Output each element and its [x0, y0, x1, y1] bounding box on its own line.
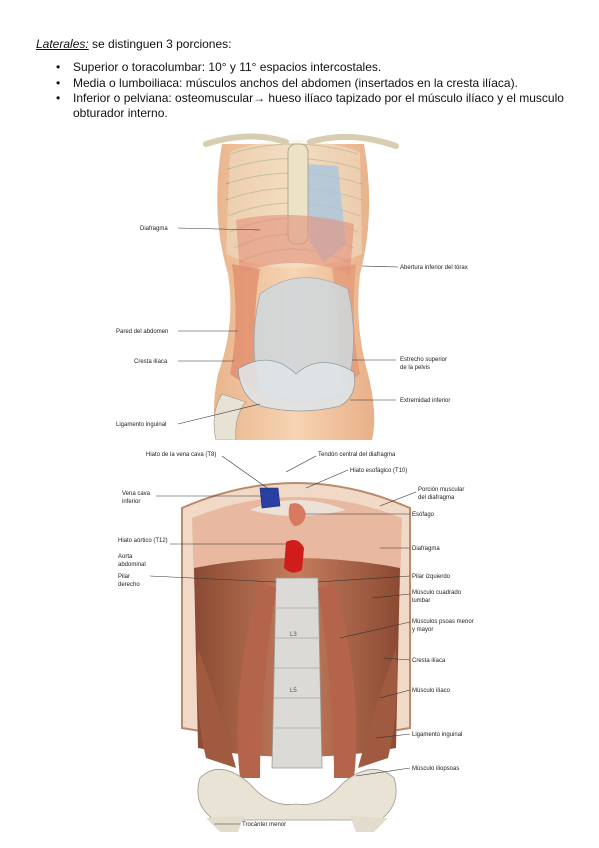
label-iliaco: Músculo ilíaco — [412, 688, 451, 694]
label-psoas-2: y mayor — [412, 627, 433, 633]
iliac-bone — [237, 359, 356, 412]
psoas-right — [318, 583, 357, 778]
pelvis-bones — [197, 769, 397, 821]
label-porcion-2: del diafragma — [418, 495, 455, 501]
bullet-inferior: Inferior o pelviana: osteomuscular→ hues… — [56, 91, 576, 120]
label-cresta: Cresta ilíaca — [134, 359, 168, 365]
label-hiato-aort: Hiato aórtico (T12) — [118, 538, 168, 544]
label-abertura: Abertura inferior del tórax — [400, 265, 468, 271]
bullet-superior: Superior o toracolumbar: 10° y 11° espac… — [56, 60, 576, 75]
iliacus-left — [197, 648, 236, 768]
label-psoas-1: Músculos psoas menor — [412, 619, 474, 625]
iliacus-right — [358, 648, 397, 768]
anatomy-figure-posterior-wall: L3 L5 Hiato de la vena cava (T8) Tendón … — [118, 452, 474, 832]
diaphragm-muscle — [236, 214, 354, 274]
label-hiato-esof: Hiato esofágico (T10) — [350, 468, 407, 474]
aorta — [284, 540, 304, 573]
vena-cava — [259, 487, 281, 509]
label-esofago: Esófago — [412, 512, 435, 518]
label-tendon: Tendón central del diafragma — [318, 452, 396, 458]
label-vena-1: Vena cava — [122, 491, 151, 497]
label-ligamento-2: Ligamento inguinal — [412, 732, 462, 738]
psoas-left — [237, 583, 276, 778]
label-l3: L3 — [290, 632, 297, 638]
label-estrecho-2: de la pelvis — [400, 365, 430, 371]
label-iliopsoas: Músculo iliopsoas — [412, 766, 459, 772]
label-cuadrado-1: Músculo cuadrado — [412, 590, 462, 596]
section-heading: Laterales: se distinguen 3 porciones: — [36, 37, 231, 52]
label-diafragma: Diafragma — [140, 226, 168, 232]
label-cuadrado-2: lumbar — [412, 598, 430, 604]
label-pilar-i: Pilar izquierdo — [412, 574, 451, 580]
label-vena-2: inferior — [122, 499, 140, 505]
bullet-list: Superior o toracolumbar: 10° y 11° espac… — [56, 60, 576, 121]
label-diafragma-2: Diafragma — [412, 546, 440, 552]
label-estrecho-1: Estrecho superior — [400, 357, 447, 363]
label-aorta-1: Aorta — [118, 554, 133, 560]
label-porcion-1: Porción muscular — [418, 487, 464, 493]
heading-term: Laterales: — [36, 37, 89, 51]
heading-rest: se distinguen 3 porciones: — [88, 37, 232, 51]
label-pilar-d-2: derecho — [118, 582, 140, 588]
label-aorta-2: abdominal — [118, 562, 146, 568]
label-pilar-d-1: Pilar — [118, 574, 130, 580]
label-l5: L5 — [290, 688, 297, 694]
label-trocanter: Trocánter menor — [242, 822, 286, 828]
label-extremidad: Extremidad inferior — [400, 398, 450, 404]
label-pared: Pared del abdomen — [116, 329, 168, 335]
vertebral-column — [271, 577, 323, 769]
esophagus — [288, 503, 306, 526]
anatomy-figure-abdominal-wall: Diafragma Abertura inferior del tórax Pa… — [116, 133, 468, 440]
label-ligamento: Ligamento inguinal — [116, 422, 166, 428]
abdominal-wall-muscle — [230, 264, 260, 394]
label-hiato-vena: Hiato de la vena cava (T8) — [146, 452, 216, 458]
label-cresta-2: Cresta ilíaca — [412, 658, 446, 664]
bullet-media: Media o lumboiliaca: músculos anchos del… — [56, 76, 576, 91]
